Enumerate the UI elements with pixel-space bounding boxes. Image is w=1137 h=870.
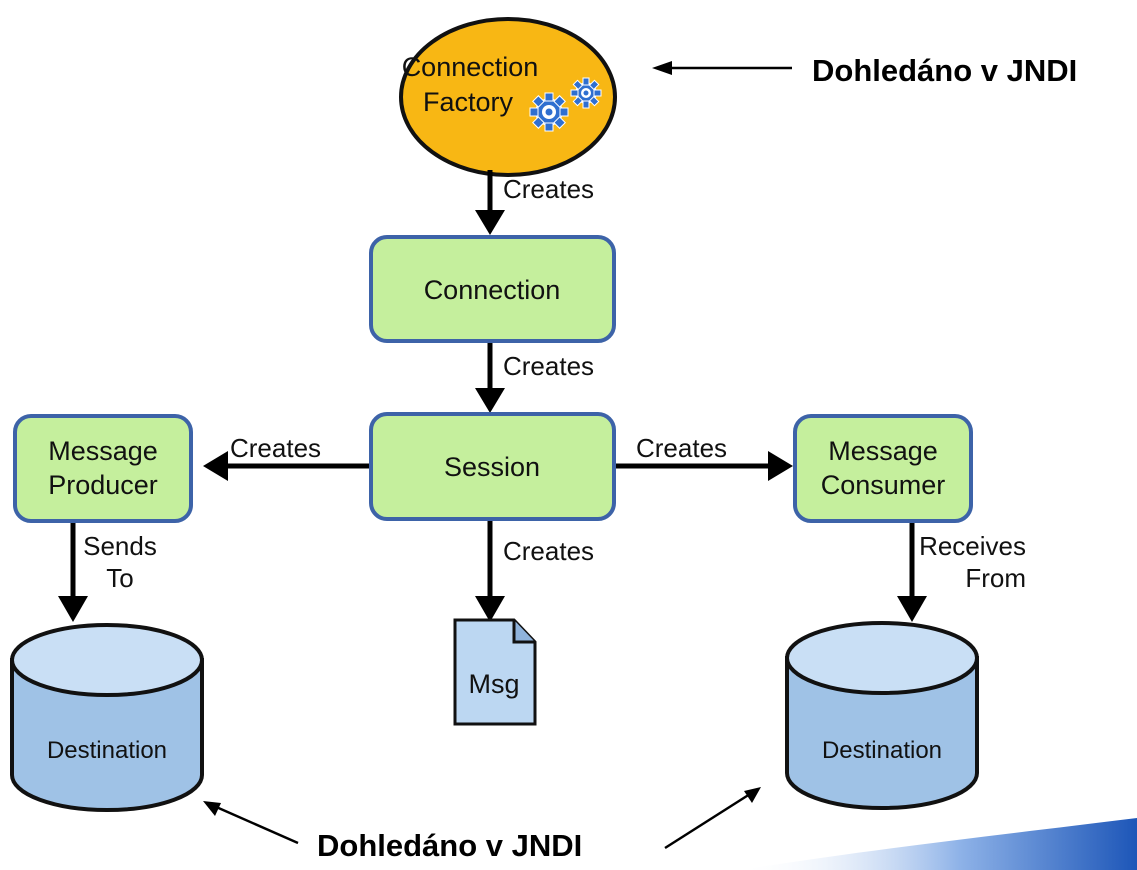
- session-to-consumer-creates-label: Creates: [636, 433, 727, 463]
- destination-right-node: Destination: [785, 621, 979, 810]
- sends-label-line1: Sends: [83, 531, 157, 561]
- corner-swoosh-decoration: [740, 818, 1137, 870]
- message-consumer-label-line1: Message: [828, 436, 938, 466]
- session-to-msg-arrow: Creates: [475, 521, 594, 622]
- connection-node: Connection: [369, 235, 616, 343]
- msg-creates-label: Creates: [503, 536, 594, 566]
- session-label: Session: [444, 452, 540, 482]
- connection-label: Connection: [424, 275, 561, 305]
- top-jndi-annotation: Dohledáno v JNDI: [652, 53, 1077, 88]
- bottom-jndi-label: Dohledáno v JNDI: [317, 828, 582, 863]
- message-consumer-node: Message Consumer: [793, 414, 973, 523]
- producer-to-destination-arrow: Sends To: [58, 523, 157, 622]
- destination-left-node: Destination: [10, 623, 204, 812]
- top-jndi-label: Dohledáno v JNDI: [812, 53, 1077, 88]
- destination-left-label: Destination: [47, 737, 167, 764]
- connection-factory-node: Connection Factory: [399, 17, 617, 177]
- connection-creates-label: Creates: [503, 351, 594, 381]
- receives-label-line2: From: [965, 563, 1026, 593]
- factory-to-connection-arrow: Creates: [475, 170, 594, 235]
- sends-label-line2: To: [106, 563, 133, 593]
- message-producer-label-line1: Message: [48, 436, 158, 466]
- bottom-jndi-annotation: Dohledáno v JNDI: [203, 787, 761, 863]
- connection-factory-label-line1: Connection: [402, 52, 539, 82]
- msg-document-node: Msg: [453, 618, 537, 726]
- session-node: Session: [369, 412, 616, 521]
- connection-to-session-arrow: Creates: [475, 343, 594, 413]
- message-consumer-label-line2: Consumer: [821, 470, 946, 500]
- receives-label-line1: Receives: [919, 531, 1026, 561]
- connection-factory-label-line2: Factory: [423, 87, 514, 117]
- session-to-producer-arrow: Creates: [203, 433, 369, 481]
- destination-right-label: Destination: [822, 737, 942, 764]
- gear-icon: [529, 77, 602, 132]
- session-to-producer-creates-label: Creates: [230, 433, 321, 463]
- msg-label: Msg: [468, 669, 519, 699]
- message-producer-node: Message Producer: [13, 414, 193, 523]
- factory-creates-label: Creates: [503, 174, 594, 204]
- consumer-to-destination-arrow: Receives From: [897, 523, 1026, 622]
- message-producer-label-line2: Producer: [48, 470, 158, 500]
- session-to-consumer-arrow: Creates: [616, 433, 793, 481]
